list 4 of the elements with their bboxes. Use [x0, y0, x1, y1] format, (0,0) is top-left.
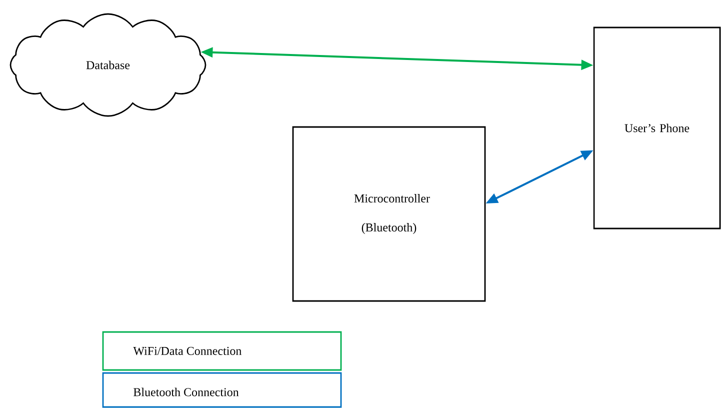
process-box: Microcontroller (Bluetooth) [292, 126, 486, 302]
legend-label: Bluetooth Connection [134, 388, 239, 396]
legend-label: WiFi/Data Connection [133, 346, 242, 356]
process-box: User’s Phone [593, 26, 721, 230]
